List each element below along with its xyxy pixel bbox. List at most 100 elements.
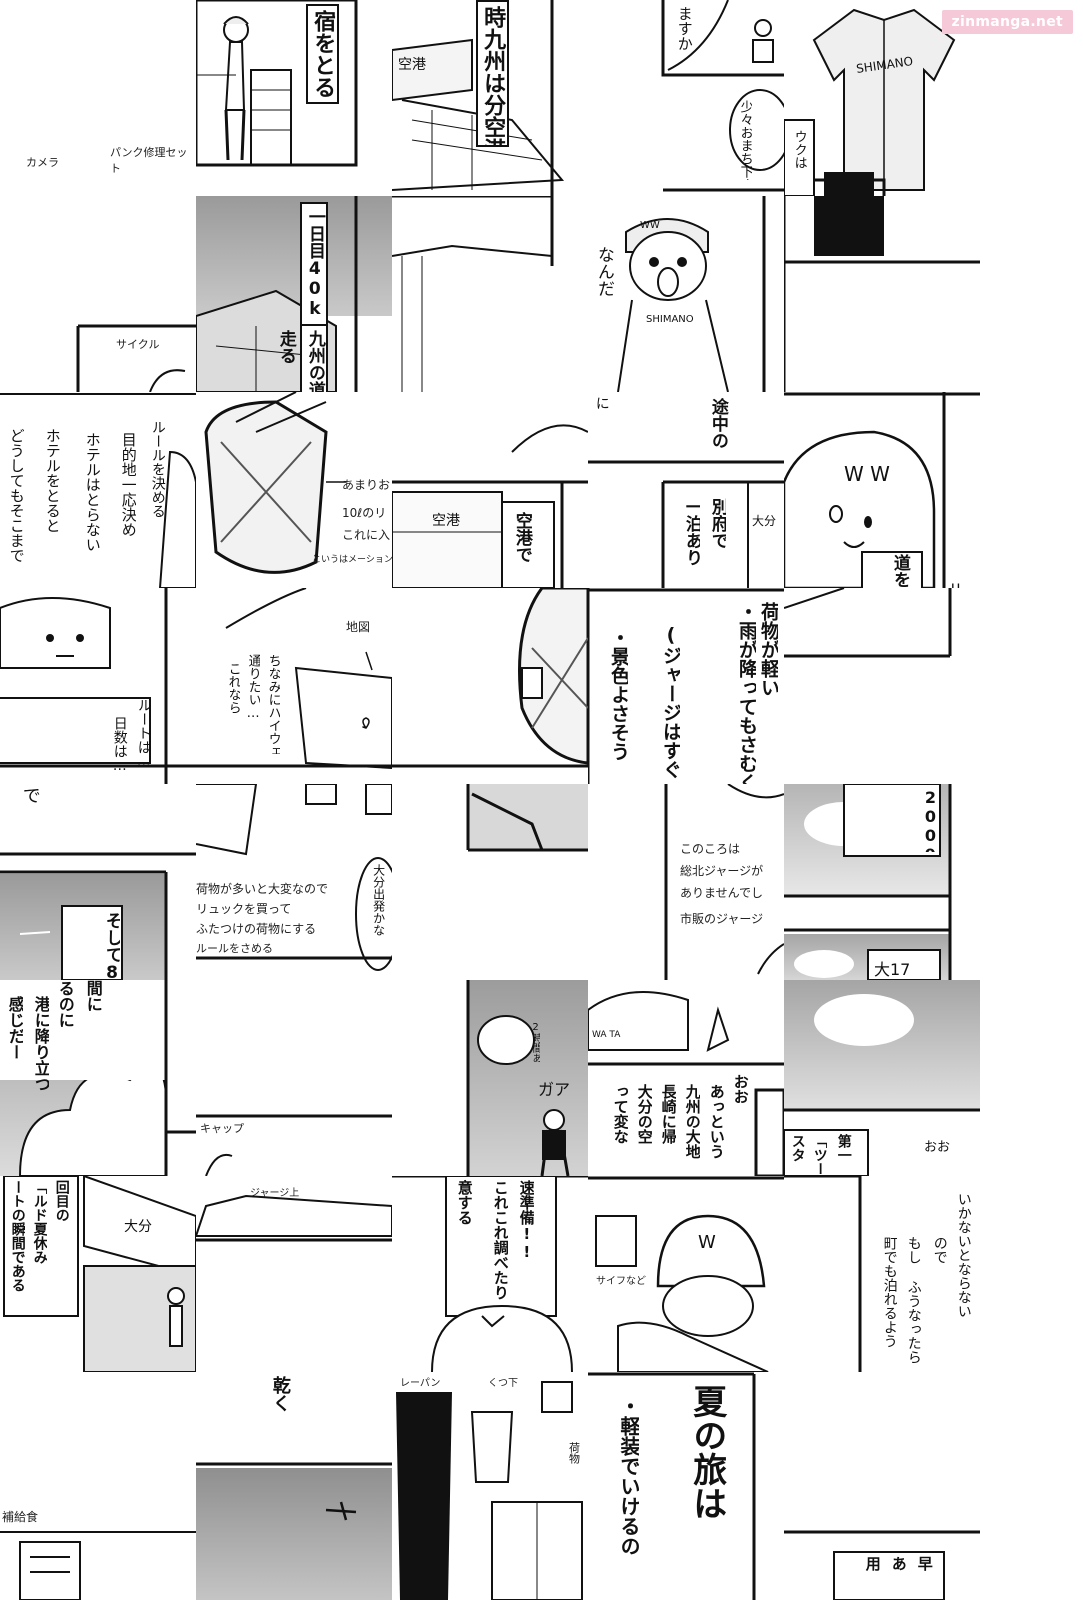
sign-text: 大分 xyxy=(752,514,777,528)
character-thinking-drawing xyxy=(0,588,196,784)
panel-tile-r5c4: 第一 「ツー スタ おお xyxy=(784,980,980,1176)
handwritten-note: サイフなど xyxy=(596,1276,646,1287)
caption-box: そして8月10日!! xyxy=(70,912,120,980)
cloud-drawing xyxy=(0,980,196,1176)
speech-text: ますか xyxy=(675,6,694,51)
panel-tile-r3c0: ルートは… 日数は… xyxy=(0,588,196,784)
caption-text: あ xyxy=(889,1556,908,1571)
caption-text: ートの瞬間である xyxy=(10,1180,25,1292)
panel-tile-r4c1: 大分出発かな 荷物が多いと大変なので リュックを買って ふたつけの荷物にする ル… xyxy=(196,784,392,980)
caption-text: 「ツー xyxy=(812,1134,827,1174)
panel-tile-r6c1: ジャージ上 xyxy=(196,1176,392,1372)
handwritten-note: どうしてもそこまで xyxy=(8,428,24,563)
caption-text: に xyxy=(593,396,610,410)
caption-text: 速準備!! xyxy=(518,1180,534,1261)
panel-frame-drawing xyxy=(784,588,952,658)
handwritten-note: キャップ xyxy=(200,1122,244,1135)
panel-tile-r3c2 xyxy=(392,588,588,784)
panel-tile-r3c4 xyxy=(784,588,980,784)
handwritten-note: あまりお xyxy=(342,478,391,492)
handwritten-note: 市販のジャージ xyxy=(680,912,764,926)
panel-frame-drawing xyxy=(196,1114,392,1176)
panel-frame-drawing xyxy=(588,460,784,588)
character-surprised-drawing xyxy=(617,196,766,392)
panel-tile-r1c4 xyxy=(784,196,980,392)
character-drawing xyxy=(0,393,196,588)
helmet-text: WW xyxy=(640,220,660,231)
panel-frame-drawing xyxy=(664,784,784,980)
caption-text: これこれ調べたり xyxy=(492,1180,508,1300)
site-watermark: zinmanga.net xyxy=(941,10,1073,34)
caption-text: 「ルド夏休み xyxy=(32,1180,47,1264)
sky-background xyxy=(196,196,392,316)
rider-drawing xyxy=(466,980,570,1176)
bicycle-frame-drawing xyxy=(466,784,588,852)
jersey-logo-text: SHIMANO xyxy=(646,314,694,325)
panel-tile-r5c1: キャップ xyxy=(196,980,392,1176)
panel-tile-r2c4: W W 道を !! xyxy=(784,392,980,588)
panel-tile-r2c0: ルールを決める 目的地一応決め ホテルはとらない ホテルをとると どうしてもそこ… xyxy=(0,392,196,588)
handwritten-note: これに入 xyxy=(342,528,391,542)
caption-box: 一日目40km xyxy=(300,202,328,345)
panel-tile-r0c1: 宿をとる xyxy=(196,0,392,196)
caption-text: スタ xyxy=(790,1134,805,1162)
panel-tile-r1c1: 一日目40km 九州の道 走る xyxy=(196,196,392,392)
sound-text: なんだ xyxy=(593,246,614,297)
handwritten-note: 10ℓのリ xyxy=(342,506,387,520)
panel-tile-r7c2: レーパン くつ下 荷物 xyxy=(392,1372,588,1600)
character-pointing-drawing xyxy=(588,991,784,1176)
panel-tile-r2c2: 空港 空港で xyxy=(392,392,588,588)
speech-text: って変な xyxy=(612,1084,628,1144)
handwritten-note: ジャージ上 xyxy=(250,1188,300,1199)
luggage-notes-drawing xyxy=(196,784,392,971)
sky-background xyxy=(468,980,588,1176)
jersey-logo-text: WA TA xyxy=(592,1030,621,1040)
panel-tile-r3c1: 地図 ちなみにハイウェイは 通りたい… これなら xyxy=(196,588,392,784)
caption-text: 夏の旅は xyxy=(686,1384,727,1520)
handwritten-note: というはメーション xyxy=(312,555,392,565)
panel-tile-r6c2: 速準備!! これこれ調べたり 意する xyxy=(392,1176,588,1372)
caption-text: ・雨が降ってもさむくない xyxy=(736,602,756,784)
panel-tile-r2c1: あまりお 10ℓのリ これに入 というはメーション xyxy=(196,392,392,588)
panel-tile-r3c3: 荷物が軽い ・雨が降ってもさむくない (ジャージはすぐ ・景色よさそう xyxy=(588,588,784,784)
panel-tile-r0c3: ますか 少々おまち下さい xyxy=(588,0,784,196)
caption-text: 第一 xyxy=(835,1134,852,1162)
caption-text: 間に xyxy=(83,980,103,1012)
panel-tile-r4c2 xyxy=(392,784,588,980)
panel-tile-r4c0: で そして8月10日!! xyxy=(0,784,196,980)
speech-text: あっという xyxy=(708,1084,724,1159)
helmet-text: W xyxy=(698,1232,716,1253)
caption-text: 走る xyxy=(275,330,296,364)
caption-text: 途中の xyxy=(707,398,728,449)
speech-text: 九州の大地 xyxy=(684,1084,700,1159)
panel-frame-drawing xyxy=(588,1372,756,1600)
building-lines-drawing xyxy=(392,196,554,392)
airplane-drawing xyxy=(196,1462,392,1521)
caption-box: 2009年10日 xyxy=(900,788,938,852)
speech-text: 大分の空 xyxy=(636,1084,652,1144)
panel-frame-drawing xyxy=(784,784,952,980)
panel-tile-r7c0: 補給食 xyxy=(0,1372,196,1600)
caption-text: 別府で xyxy=(708,498,726,549)
handwritten-note: ありませんでし xyxy=(680,886,764,900)
speech-text: 長崎に帰 xyxy=(660,1084,676,1144)
character-standing-drawing xyxy=(196,0,358,167)
backpack-drawing xyxy=(204,392,346,574)
panel-tile-r1c2 xyxy=(392,196,588,392)
panel-frame-drawing xyxy=(784,196,980,392)
panel-tile-r2c3: に 途中の 別府で 一泊あり 大分 xyxy=(588,392,784,588)
caption-box: 九州の道 xyxy=(300,324,328,392)
handwritten-note: 荷物が多いと大変なので xyxy=(196,882,329,896)
speech-text: 通りたい… xyxy=(246,654,260,721)
panel-tile-r7c1: 乾く xyxy=(196,1372,392,1600)
handwritten-note: もし ふうなったら xyxy=(906,1236,921,1364)
caption-text: 早 xyxy=(915,1556,934,1571)
panel-tile-r6c0: 大分 回目の 「ルド夏休み ートの瞬間である xyxy=(0,1176,196,1372)
panel-frame-drawing xyxy=(784,1176,862,1372)
panel-tile-r5c2: 2時間あればつくかな ガア xyxy=(392,980,588,1176)
airport-building-drawing xyxy=(392,0,565,196)
character-helmet-drawing xyxy=(784,392,980,588)
speech-text: おお xyxy=(731,1074,750,1104)
airport-entrance-drawing xyxy=(3,1176,196,1372)
